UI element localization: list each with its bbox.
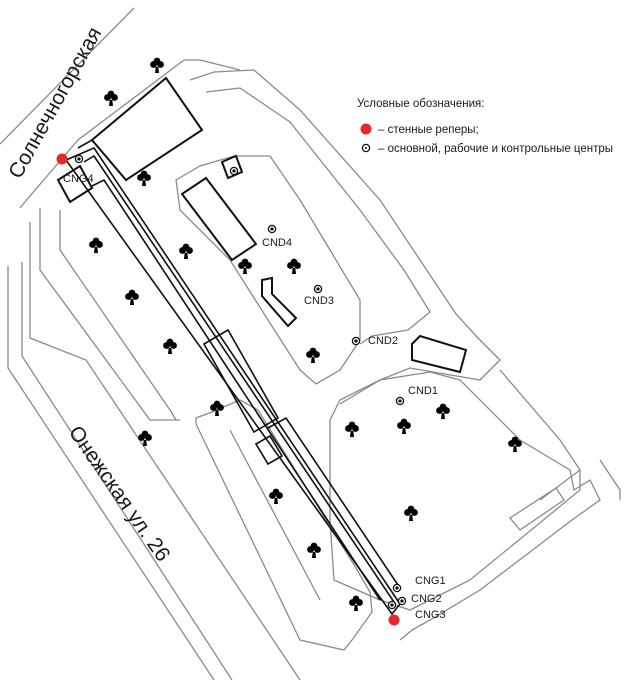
road-edge-nw-inner: [19, 59, 185, 209]
road-edge-service-west: [59, 210, 177, 421]
label-cng4: CNG4: [63, 173, 94, 185]
tree-icon: [397, 418, 411, 434]
road-edge-far-east: [599, 459, 621, 500]
legend-title: Условные обозначения:: [357, 98, 484, 110]
tree-icon: [210, 400, 224, 416]
tree-icon: [104, 90, 118, 106]
road-edge-se-strip: [509, 487, 565, 531]
building-long-corridor-inner: [83, 154, 395, 603]
building-east-rect: [411, 334, 468, 374]
road-edge-w-inner-1: [21, 262, 233, 681]
road-edge-east-inner: [205, 87, 431, 345]
building-long-corridor-inner-2: [91, 178, 381, 601]
label-cnd3: CND3: [304, 295, 334, 307]
tree-icon: [179, 243, 193, 259]
road-edge-w-inner-2: [29, 222, 301, 681]
tree-icon: [269, 488, 283, 504]
building-parking-rect: [180, 176, 258, 262]
building-cng4-block: [56, 164, 94, 204]
control-center-icon: [395, 396, 405, 406]
control-center-icon: [313, 284, 323, 294]
street-name-south: Онежская ул. 26: [64, 422, 174, 566]
control-center-icon: [392, 583, 402, 593]
tree-icon: [306, 347, 320, 363]
building-t-shape: [261, 276, 298, 328]
building-south-annex: [254, 434, 284, 466]
road-edge-east-block: [189, 69, 581, 611]
road-edge-bottom-loop: [195, 399, 373, 651]
building-mid-junction: [202, 328, 280, 434]
tree-icon: [163, 338, 177, 354]
tree-icon: [307, 542, 321, 558]
control-center-icon: [397, 596, 407, 606]
label-cng1: CNG1: [415, 575, 446, 587]
tree-icon: [238, 258, 252, 274]
legend-control-center-icon: [361, 143, 371, 153]
building-south-corridor-east: [267, 416, 401, 589]
label-cng2: CNG2: [411, 593, 442, 605]
legend-item-benchmark: – стенные реперы;: [378, 124, 479, 136]
legend-item-control-center: – основной, рабочие и контрольные центры: [378, 143, 613, 155]
label-cnd4: CND4: [262, 237, 292, 249]
tree-icon: [349, 595, 363, 611]
tree-icon: [287, 258, 301, 274]
control-center-icon: [229, 166, 239, 176]
buildings: [56, 76, 468, 616]
wall-benchmark-marker-se: [388, 614, 400, 626]
control-center-icon: [74, 154, 84, 164]
tree-icon: [404, 505, 418, 521]
label-cnd1: CND1: [408, 385, 438, 397]
road-edge-w-outer: [7, 266, 215, 681]
tree-icon: [138, 430, 152, 446]
road-edge-north-boundary: [184, 59, 241, 71]
label-cng3: CNG3: [415, 609, 446, 621]
tree-icon: [436, 403, 450, 419]
road-edge-nw-outer: [0, 7, 135, 145]
roads: [0, 7, 621, 681]
tree-icon: [89, 237, 103, 253]
road-edge-southeast: [339, 371, 601, 641]
control-center-icon: [387, 600, 397, 610]
road-edge-bottom-inner: [229, 429, 321, 601]
tree-icon: [137, 170, 151, 186]
tree-icon: [125, 289, 139, 305]
tree-icon: [345, 421, 359, 437]
road-edge-se-inner: [539, 469, 581, 501]
tree-icon: [508, 436, 522, 452]
label-cnd2: CND2: [368, 335, 398, 347]
building-north-wing: [77, 138, 127, 181]
road-edge-sw: [39, 208, 180, 421]
legend: Условные обозначения: – стенные реперы; …: [357, 98, 613, 155]
tree-icon: [150, 57, 164, 73]
control-points: [74, 154, 407, 610]
control-center-icon: [267, 224, 277, 234]
legend-benchmark-icon: [360, 123, 372, 135]
wall-benchmark-marker-nw: [56, 153, 68, 165]
control-center-icon: [351, 336, 361, 346]
